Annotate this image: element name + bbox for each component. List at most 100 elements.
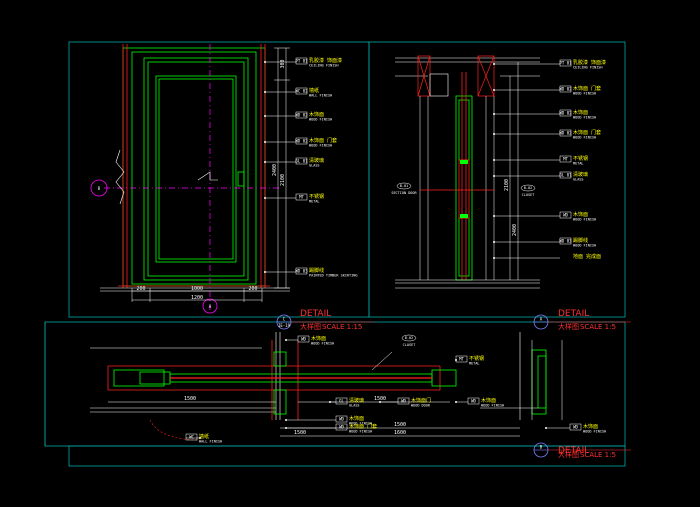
dim-total: 1200 [191,295,203,301]
callout-code: WC [189,435,194,440]
door-elevation: B A 200 1000 200 1200 2400 2100 300 PT [90,44,357,314]
callout-subtext: METAL [309,200,320,204]
callout-text: 木饰面 [309,111,324,118]
section-dim: 2100 [504,179,510,191]
title-name: DETAIL [300,309,331,319]
dim-bottom: 1000 [191,286,203,292]
callout-subtext: WOOD FINISH [573,136,596,140]
callout-code: WD 02 [295,139,308,144]
section-dim: 2400 [512,224,518,236]
plan-dim: 1500 [394,422,406,428]
callout-subtext: WOOD FINISH [349,422,372,426]
door-handle [237,171,245,187]
callout-text: 乳胶漆 饰面漆 [573,59,606,66]
callout-code: WD 02 [295,113,308,118]
section-marker[interactable] [90,179,108,197]
callout-subtext: WOOD FINISH [309,144,332,148]
title-prefix: 大样图 [300,322,321,331]
callout-code: WD 03 [559,239,572,244]
callout-subtext: CEILING FINISH [573,66,603,70]
callout-code-box [559,155,572,163]
title-id: C [283,317,286,322]
callout[interactable]: 地面 完成面 [493,253,601,260]
callout-subtext: WOOD FINISH [573,116,596,120]
door-glass-panel [155,75,237,263]
callout-code: MT [299,195,304,200]
door-leaf [143,57,249,281]
detail-marker[interactable] [202,298,218,314]
view-tag-code: B-01 [400,184,408,188]
callout-code: PT 01 [295,59,308,64]
view-tag-text: CLOSET [403,343,417,347]
callout-code-box [295,137,308,145]
callout-code: WD 03 [295,269,308,274]
section-door-leaf [455,95,473,281]
callout-text: 木饰面 门套 [573,85,601,92]
callout-text: 清玻璃 [573,171,588,178]
callout-code-box [185,433,198,441]
callout-text: 墙纸 [309,87,319,94]
callout-code: GL 01 [295,159,308,164]
view-tag-text: CLOSET [522,193,536,197]
callout-code-box [295,157,308,165]
callout-code-box [569,423,582,431]
callout-code: WD [401,399,406,404]
plan-dim: 1600 [394,430,406,436]
callout-code-box [559,59,572,67]
callout-subtext: WOOD FINISH [311,342,334,346]
callout-subtext: GLASS [573,178,584,182]
callout-code: WD [563,213,568,218]
callout-text: 清玻璃 [309,157,324,164]
callout-code: GL [339,399,344,404]
callout-text: 木饰面 门套 [309,137,337,144]
callout-code-box [559,171,572,179]
callout-code: WD [573,425,578,430]
callout-text: 木饰面门 [411,397,431,404]
title-name: DETAIL [558,446,589,456]
view-tag-code: B-02 [405,336,413,340]
callout-code: WD [339,425,344,430]
callout-code-box [297,335,310,343]
callout-code: WD 02 [559,87,572,92]
callout-code: WD [301,337,306,342]
callout-subtext: METAL [573,162,584,166]
callout-code: GL 01 [559,173,572,178]
title-name: DETAIL [558,309,589,319]
title-prefix: 大样图 [558,450,579,459]
callout-code: WD 02 [559,111,572,116]
callout-text: 不锈钢 [469,355,484,362]
